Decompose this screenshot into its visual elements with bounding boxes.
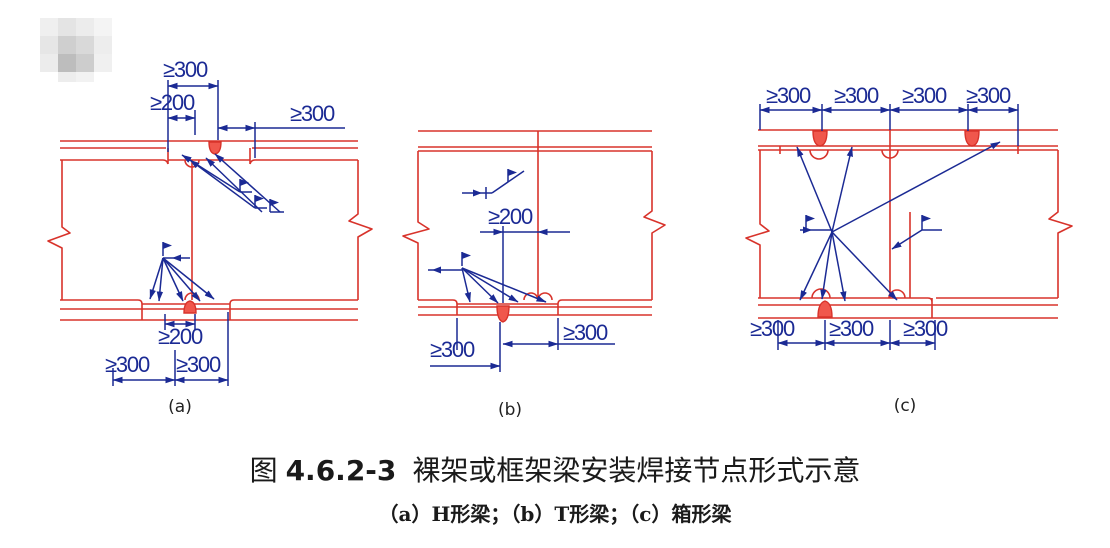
panel-b-left-break: [402, 151, 430, 300]
arrow-icon: [473, 189, 482, 197]
extension-line: [759, 104, 1019, 146]
weld-leader: [461, 267, 499, 304]
field-weld-flag: [805, 215, 815, 228]
dim-label-c-top-1: ≥300: [766, 83, 811, 108]
weld-leader: [820, 231, 833, 300]
extension-line: [777, 320, 936, 350]
weld-leader: [461, 267, 519, 303]
weld-leader: [831, 146, 853, 233]
field-weld-flag: [269, 199, 284, 213]
dim-label-a-bottom-3: ≥300: [176, 352, 221, 377]
dim-label-a-bottom-2: ≥300: [105, 352, 150, 377]
weld-leader: [461, 267, 471, 303]
weld-leader: [831, 231, 898, 301]
panel-b-weld-bottom: [496, 305, 510, 323]
weld-leader: [156, 257, 164, 302]
weld-leader: [162, 257, 184, 302]
figure-subcaption: （a）H形梁；（b）T形梁；（c）箱形梁: [379, 502, 733, 526]
figure-title: 裸架或框架梁安装焊接节点形式示意: [412, 454, 860, 487]
panel-b: ≥200 ≥300 ≥300 (b): [402, 130, 666, 420]
panel-c-web-splice: [889, 150, 911, 298]
panel-a-annotations: ≥300 ≥200 ≥300: [105, 57, 345, 386]
weld-leader: [796, 146, 833, 233]
field-weld-flag: [239, 179, 252, 193]
weld-leader: [162, 257, 215, 300]
dim-label-c-bottom-2: ≥300: [829, 316, 874, 341]
weld-leader: [149, 257, 164, 300]
weld-leader: [162, 257, 201, 302]
panel-b-label: (b): [498, 400, 522, 420]
dim-label-c-bottom-1: ≥300: [750, 316, 795, 341]
panel-c-weld-top-left: [812, 130, 828, 147]
weld-leader: [831, 141, 1001, 233]
panel-a-beam: [47, 140, 373, 321]
field-weld-flag: [162, 242, 172, 256]
panel-a-label: (a): [168, 397, 192, 417]
panel-a-right-break: [348, 160, 373, 300]
panel-c-label: (c): [894, 396, 917, 416]
panel-c-beam: [745, 129, 1073, 319]
figure-number: 4.6.2-3: [286, 454, 397, 487]
panel-a-weld-top: [208, 141, 222, 155]
dim-label-a-bottom-1: ≥200: [158, 324, 203, 349]
weld-leader: [189, 159, 256, 209]
panel-c-top-flange: [758, 129, 1058, 154]
panel-c-right-break: [1048, 150, 1073, 298]
field-weld-flag: [921, 215, 931, 230]
panel-c-bottom-flange: [758, 297, 1058, 319]
dim-label-c-top-2: ≥300: [834, 83, 879, 108]
panel-b-beam: [402, 130, 666, 323]
panel-b-right-break: [643, 151, 666, 300]
dim-label-c-top-3: ≥300: [902, 83, 947, 108]
field-weld-flag: [461, 252, 471, 266]
figure-prefix: 图: [250, 454, 278, 487]
dim-label-a-top-2: ≥200: [150, 90, 195, 115]
arrow-icon: [432, 266, 441, 274]
panel-a-top-flange: [60, 140, 358, 165]
panel-c-left-break: [745, 150, 770, 298]
panel-b-annotations: ≥200 ≥300 ≥300: [428, 169, 615, 372]
panel-c-scallops: [809, 149, 906, 299]
dim-label-c-bottom-3: ≥300: [903, 316, 948, 341]
dim-label-a-top-1: ≥300: [163, 57, 208, 82]
dim-label-b-bottom-1: ≥300: [430, 337, 475, 362]
panel-a: ≥300 ≥200 ≥300: [47, 57, 373, 417]
field-weld-flag: [507, 169, 517, 182]
weld-leader: [891, 229, 942, 250]
blurred-watermark: [40, 18, 112, 82]
panel-c-weld-top-right: [964, 130, 980, 147]
panel-c-annotations: ≥300 ≥300 ≥300 ≥300: [750, 83, 1019, 350]
panel-c: ≥300 ≥300 ≥300 ≥300: [745, 83, 1073, 416]
panel-b-bottom-flange: [418, 299, 652, 316]
weld-leader: [205, 157, 263, 213]
dim-label-c-top-4: ≥300: [966, 83, 1011, 108]
dim-label-a-top-3: ≥300: [290, 101, 335, 126]
panel-a-left-break: [47, 160, 71, 300]
panel-c-weld-bottom: [817, 300, 833, 318]
panel-a-bottom-flange: [60, 299, 358, 321]
weld-leader: [799, 231, 833, 301]
panel-a-weld-bottom: [183, 300, 197, 314]
dim-label-b-middle: ≥200: [488, 204, 533, 229]
weld-leader: [831, 231, 847, 302]
arrow-icon: [172, 254, 181, 262]
panel-b-top-flange: [418, 130, 652, 152]
field-weld-flag: [254, 195, 267, 209]
weld-leader: [461, 267, 547, 303]
arrow-icon: [803, 226, 812, 234]
dim-label-b-bottom-2: ≥300: [563, 320, 608, 345]
